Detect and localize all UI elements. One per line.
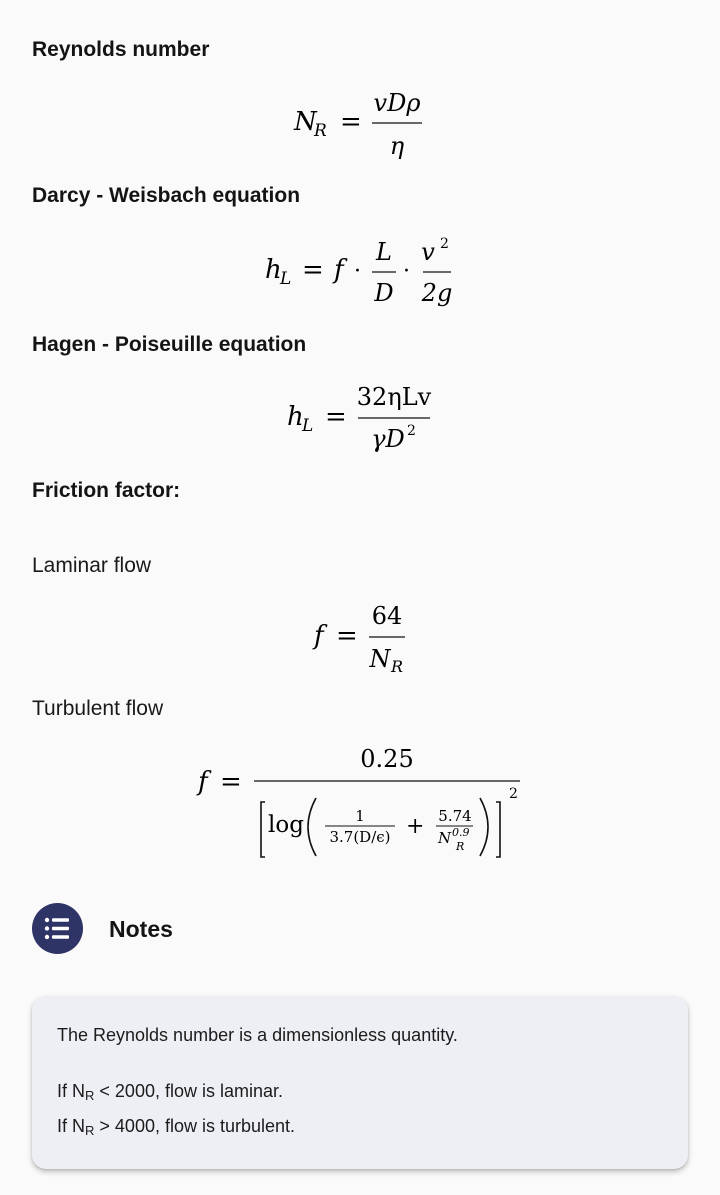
note-turbulent-prefix: If N <box>57 1116 86 1136</box>
svg-text:·: · <box>403 259 410 284</box>
notes-title: Notes <box>109 916 173 942</box>
list-icon <box>32 903 83 954</box>
svg-text:·: · <box>354 259 361 284</box>
formula-darcy-num2: v <box>421 238 435 266</box>
svg-text:=: = <box>302 255 324 285</box>
note-laminar-suffix: < 2000, flow is laminar. <box>94 1081 284 1101</box>
svg-text:=: = <box>340 107 362 137</box>
formula-turbulent-term2-numerator: 5.74 <box>438 807 471 825</box>
formula-hagen-poiseuille: h L = 32ηLv γD 2 <box>285 378 445 458</box>
formula-reynolds-lhs-sub: R <box>313 121 327 141</box>
heading-hagen-poiseuille: Hagen - Poiseuille equation <box>32 333 307 356</box>
note-turbulent-subscript: R <box>85 1123 95 1138</box>
formula-darcy-num1: L <box>375 238 392 266</box>
note-line-dimensionless: The Reynolds number is a dimensionless q… <box>57 1025 458 1045</box>
formula-darcy-f: f <box>332 255 348 285</box>
svg-text:=: = <box>336 621 358 651</box>
formula-darcy-lhs-sub: L <box>279 269 291 289</box>
note-line-laminar: If NR < 2000, flow is laminar. <box>57 1081 284 1103</box>
formula-hagen-lhs-sub: L <box>301 416 313 436</box>
formula-hagen-lhs: h <box>287 402 304 432</box>
note-laminar-subscript: R <box>85 1088 95 1103</box>
formula-hagen-den-sup: 2 <box>407 423 416 439</box>
formula-darcy-lhs: h <box>265 255 282 285</box>
notes-card: The Reynolds number is a dimensionless q… <box>32 996 688 1169</box>
label-laminar-flow: Laminar flow <box>32 554 152 577</box>
formula-turbulent-lhs: f <box>196 767 212 797</box>
formula-laminar-den-sub: R <box>390 657 403 676</box>
label-turbulent-flow: Turbulent flow <box>32 697 164 720</box>
formula-turbulent-term2-denominator: N <box>437 829 452 847</box>
heading-darcy-weisbach: Darcy - Weisbach equation <box>32 184 301 207</box>
formula-hagen-denominator: γD <box>371 425 405 453</box>
note-laminar-prefix: If N <box>57 1081 86 1101</box>
svg-text:+: + <box>406 814 424 839</box>
formula-laminar-denominator: N <box>369 645 392 673</box>
heading-friction-factor: Friction factor: <box>32 479 181 502</box>
formula-turbulent-numerator: 0.25 <box>360 745 413 773</box>
formula-turbulent-term1-denominator: 3.7(D/ϵ) <box>329 828 390 846</box>
formula-laminar: f = 64 N R <box>310 597 420 677</box>
formula-reynolds-numerator: vDρ <box>374 89 421 117</box>
formula-hagen-numerator: 32ηLv <box>357 383 432 411</box>
note-turbulent-suffix: > 4000, flow is turbulent. <box>94 1116 296 1136</box>
formula-turbulent-term2-sup: 0.9 <box>452 826 470 839</box>
formula-turbulent: f = 0.25 log 1 3.7(D/ϵ) + 5.74 N 0.9 R 2 <box>194 740 534 865</box>
formula-darcy-num2-sup: 2 <box>440 236 449 252</box>
svg-text:=: = <box>325 402 347 432</box>
formula-reynolds-denominator: η <box>390 132 405 160</box>
formula-turbulent-term2-sub: R <box>455 840 464 853</box>
formula-turbulent-log: log <box>268 812 304 838</box>
note-line-turbulent: If NR > 4000, flow is turbulent. <box>57 1116 296 1138</box>
heading-reynolds-number: Reynolds number <box>32 38 210 61</box>
formula-darcy-den1: D <box>373 279 393 307</box>
formula-turbulent-power: 2 <box>509 786 518 802</box>
formula-turbulent-term1-numerator: 1 <box>355 807 365 825</box>
formula-laminar-lhs: f <box>312 621 328 651</box>
svg-text:=: = <box>220 767 242 797</box>
formula-darcy-weisbach: h L = f · L D · v 2 2g <box>262 228 462 310</box>
formula-reynolds-lhs: N <box>293 107 318 137</box>
formula-darcy-den2: 2g <box>421 279 453 307</box>
formula-reynolds: N R = vDρ η <box>290 84 440 164</box>
formula-laminar-numerator: 64 <box>372 602 403 630</box>
